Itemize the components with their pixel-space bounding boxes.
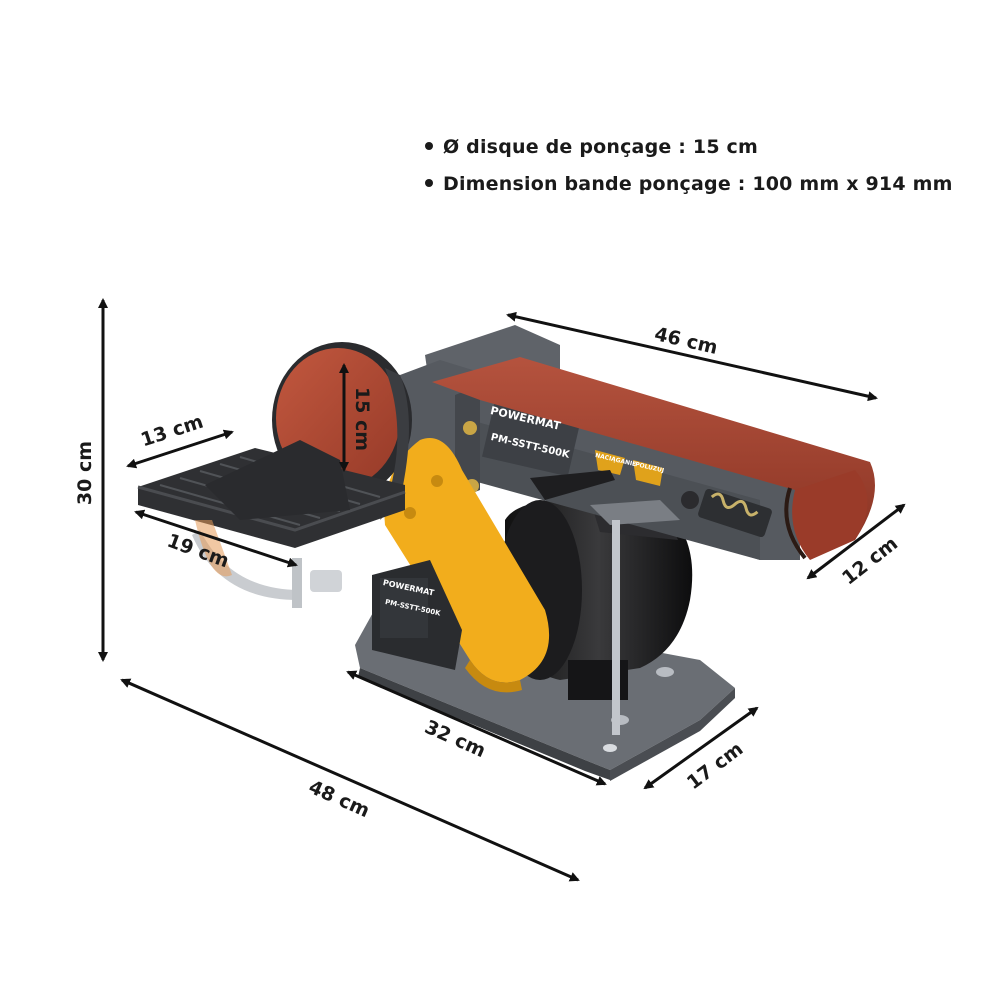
spec-text: Dimension bande ponçage : 100 mm x 914 m… <box>443 173 953 195</box>
height-label: 30 cm <box>74 440 97 506</box>
disc-diameter-label: 15 cm <box>351 386 374 452</box>
spec-belt-dimension: Dimension bande ponçage : 100 mm x 914 m… <box>425 173 953 195</box>
spec-disc-diameter: Ø disque de ponçage : 15 cm <box>425 136 758 158</box>
belt-length-arrow <box>506 311 878 402</box>
base-length-arrow <box>346 670 607 786</box>
belt-width-arrow <box>806 503 906 580</box>
bullet-icon <box>425 141 433 150</box>
bullet-icon <box>425 178 433 187</box>
dimension-lines <box>98 298 906 882</box>
base-depth-arrow <box>643 706 759 790</box>
table-depth-arrow <box>126 429 234 469</box>
spec-text: Ø disque de ponçage : 15 cm <box>443 136 759 158</box>
control-box <box>372 560 462 670</box>
table-width-arrow <box>134 509 298 568</box>
